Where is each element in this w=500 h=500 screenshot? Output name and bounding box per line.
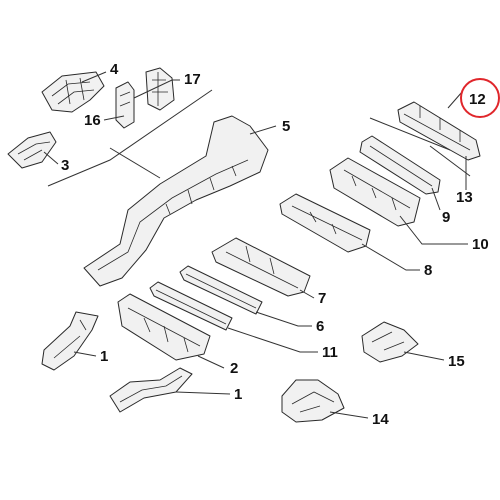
callout-6: 6 <box>316 318 324 335</box>
part-1-bracket-lower <box>109 367 193 413</box>
highlight-circle <box>460 78 500 118</box>
part-5-longitudinal-member <box>83 115 269 287</box>
callout-16: 16 <box>84 112 101 129</box>
callout-11: 11 <box>322 344 338 361</box>
part-14-bracket <box>281 379 345 423</box>
callout-7: 7 <box>318 290 326 307</box>
callout-12: 12 <box>469 91 486 108</box>
leader-lines <box>43 71 468 419</box>
part-3-crossmember <box>7 131 57 169</box>
callout-9: 9 <box>442 209 450 226</box>
part-15-bracket <box>361 321 419 363</box>
part-11-rail <box>149 281 233 331</box>
callout-8: 8 <box>424 262 432 279</box>
part-16-bracket <box>115 81 135 129</box>
part-10-panel <box>329 157 421 227</box>
callout-14: 14 <box>372 411 389 428</box>
callout-5: 5 <box>282 118 290 135</box>
part-13-strip-upper <box>369 117 451 151</box>
part-2-floor-member <box>117 293 211 361</box>
group-divider-line-2 <box>109 147 161 179</box>
part-4-bracket <box>41 71 105 113</box>
part-17-bracket <box>145 67 175 111</box>
callout-1-lower: 1 <box>234 386 242 403</box>
part-12-cross-member <box>397 101 481 161</box>
part-8-panel <box>279 193 371 253</box>
callout-3: 3 <box>61 157 69 174</box>
callout-15: 15 <box>448 353 465 370</box>
group-divider-line <box>47 89 213 187</box>
callout-4: 4 <box>110 61 119 78</box>
part-9-panel <box>359 135 441 195</box>
callout-2: 2 <box>230 360 238 377</box>
part-13-strip-lower <box>429 145 471 177</box>
callout-1-upper: 1 <box>100 348 108 365</box>
callout-17: 17 <box>184 71 201 88</box>
callout-10: 10 <box>472 236 489 253</box>
part-1-bracket-upper <box>41 311 99 371</box>
callout-13: 13 <box>456 189 473 206</box>
part-6-rail <box>179 265 263 315</box>
